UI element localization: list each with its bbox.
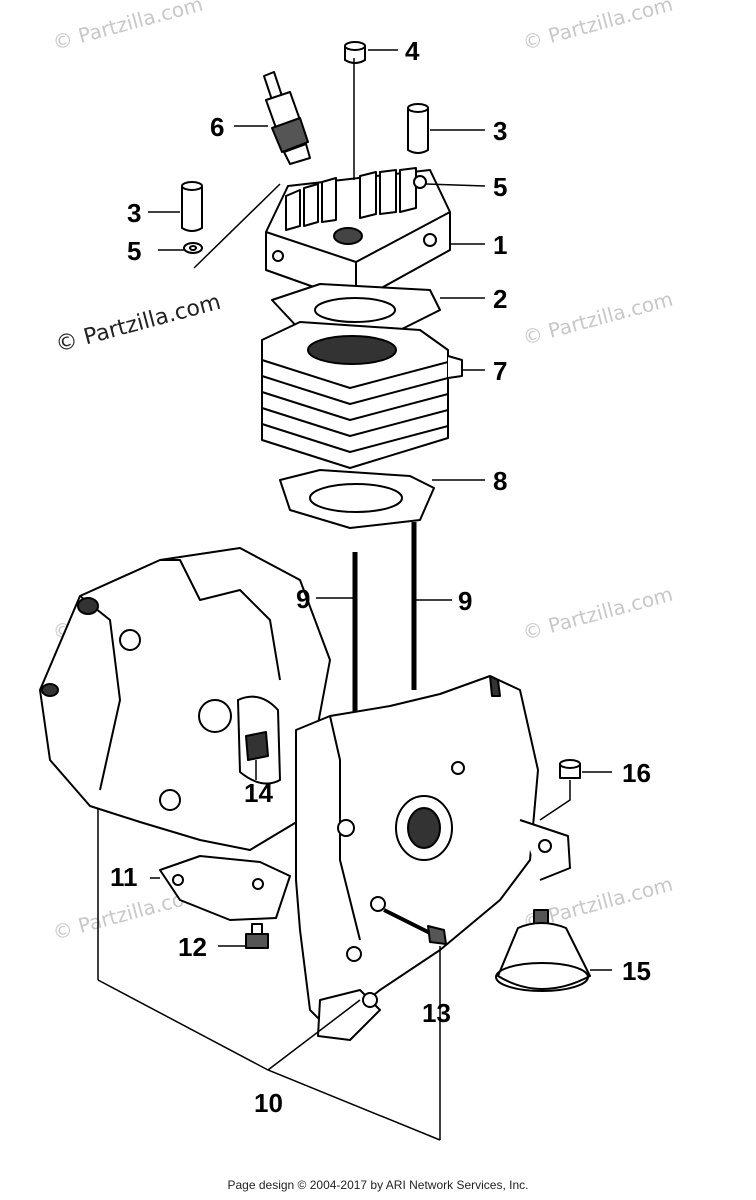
- part-bolt-12: [245, 923, 269, 949]
- part-cylinder-7: [261, 321, 463, 469]
- watermark-mid-right: © Partzilla.com: [520, 287, 675, 350]
- page-footer: Page design © 2004-2017 by ARI Network S…: [227, 1178, 529, 1192]
- part-base-gasket-8: [279, 469, 435, 529]
- part-bolt-13: [383, 908, 447, 945]
- part-cylinder-head-1: [265, 167, 451, 303]
- callout-5-left: 5: [127, 236, 141, 266]
- leader-lines: [97, 49, 612, 1141]
- part-rubber-mount-15: [495, 909, 591, 992]
- callout-3-left: 3: [127, 198, 141, 228]
- callout-15: 15: [622, 956, 651, 986]
- callout-13: 13: [422, 998, 451, 1028]
- callout-9-right: 9: [458, 586, 472, 616]
- part-crankcase-right-10: [295, 675, 571, 1041]
- part-bearing-14: [245, 731, 269, 761]
- callout-5-right: 5: [493, 172, 507, 202]
- callout-6: 6: [210, 112, 224, 142]
- watermark-primary: © Partzilla.com: [53, 290, 223, 358]
- callout-10: 10: [254, 1088, 283, 1118]
- part-plate-11: [159, 855, 291, 921]
- callout-3-right: 3: [493, 116, 507, 146]
- watermark-top-left: © Partzilla.com: [50, 0, 205, 55]
- part-nut-5-left: [183, 242, 203, 254]
- callout-2: 2: [493, 284, 507, 314]
- parts-line-art: [39, 41, 591, 1041]
- part-sleeve-3-left: [181, 181, 203, 232]
- watermark-top-right: © Partzilla.com: [520, 0, 675, 55]
- callout-8: 8: [493, 466, 507, 496]
- part-crankcase-left-10: [39, 547, 331, 851]
- callout-12: 12: [178, 932, 207, 962]
- callouts: 4 3 6 3 5 5 1 2 7 8 9 9 14 16 11 12 15 1…: [110, 36, 651, 1118]
- callout-16: 16: [622, 758, 651, 788]
- callout-4: 4: [405, 36, 420, 66]
- callout-7: 7: [493, 356, 507, 386]
- callout-1: 1: [493, 230, 507, 260]
- watermark-right-lower: © Partzilla.com: [520, 582, 675, 645]
- part-nut-4: [344, 41, 366, 64]
- part-sleeve-3-right: [407, 103, 429, 154]
- callout-14: 14: [244, 778, 273, 808]
- part-nut-16: [559, 759, 581, 779]
- callout-9-left: 9: [296, 584, 310, 614]
- callout-11: 11: [110, 862, 138, 892]
- part-spark-plug-6: [263, 71, 311, 165]
